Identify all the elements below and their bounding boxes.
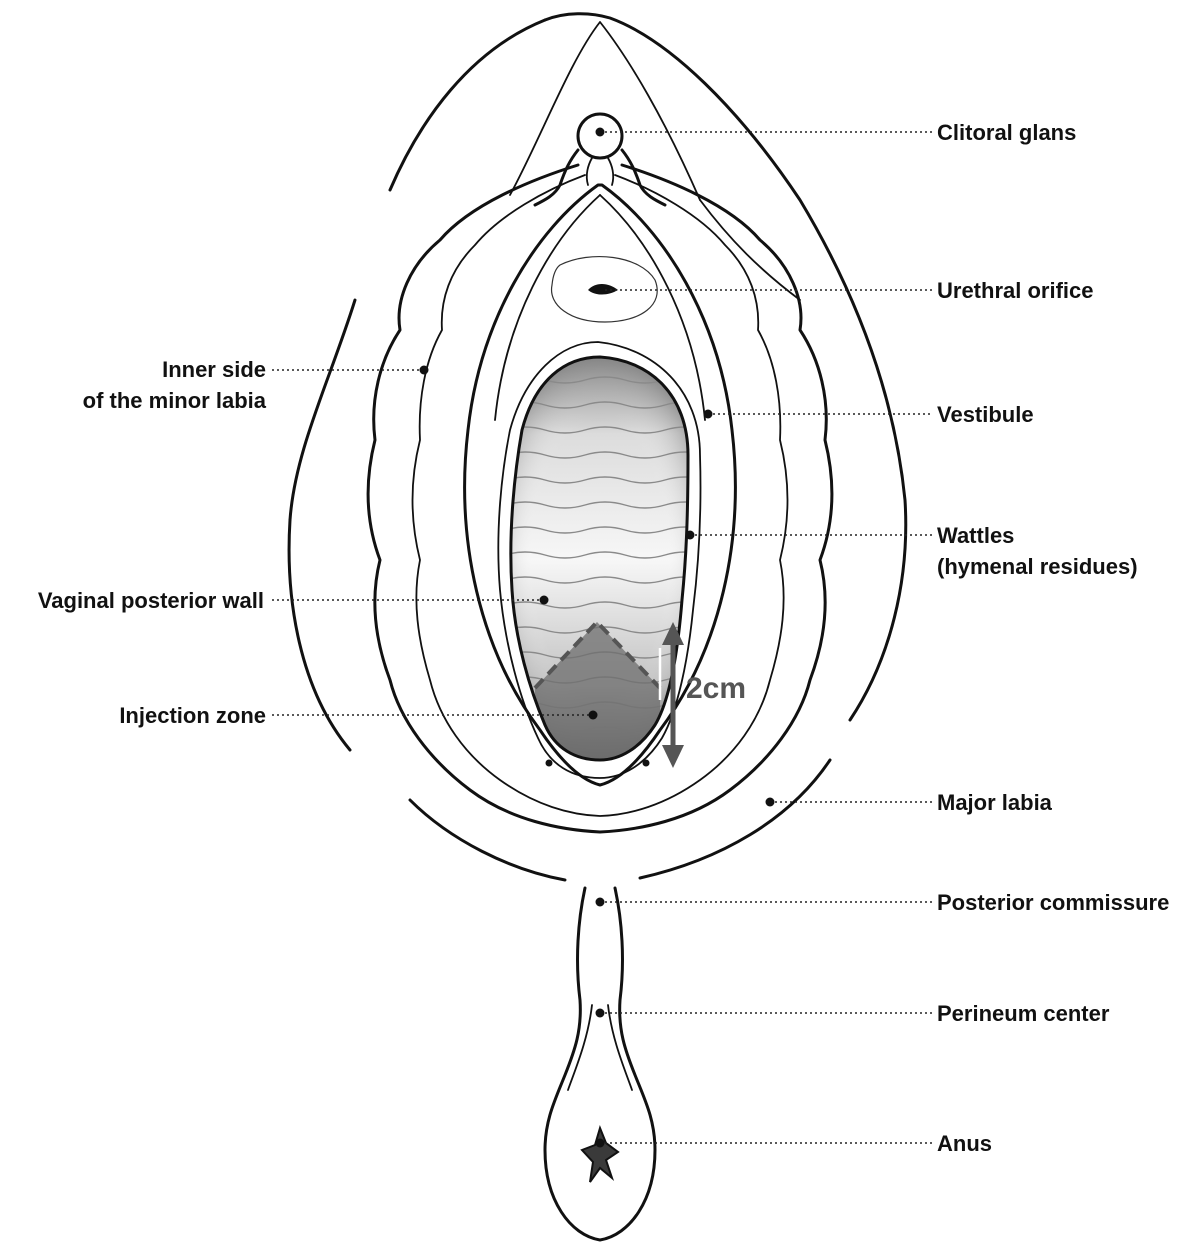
vaginal-opening xyxy=(497,341,702,779)
vaginal-posterior-wall-marker xyxy=(539,595,549,605)
label-urethral-orifice: Urethral orifice xyxy=(937,278,1094,303)
label-clitoral-glans: Clitoral glans xyxy=(937,120,1076,145)
anus-shape xyxy=(580,1124,620,1183)
inner-side-minor-labia-marker xyxy=(419,365,429,375)
wattles-marker xyxy=(685,530,695,540)
label-perineum-center: Perineum center xyxy=(937,1001,1110,1026)
major-labia-marker xyxy=(765,797,775,807)
label-major-labia: Major labia xyxy=(937,790,1053,815)
label-posterior-commissure: Posterior commissure xyxy=(937,890,1169,915)
hymenal-ring xyxy=(497,341,702,779)
posterior-commissure-marker xyxy=(595,897,605,907)
leader-lines xyxy=(272,131,932,1144)
vestibule-outline xyxy=(463,183,737,787)
measurement-arrow xyxy=(658,622,684,768)
label-wattles-line2: (hymenal residues) xyxy=(937,554,1138,579)
measurement-label: 2cm xyxy=(686,672,746,705)
label-inner-side-line1: Inner side xyxy=(162,357,266,382)
clitoral-glans-shape xyxy=(533,112,667,207)
injection-zone-area xyxy=(535,622,660,760)
label-vestibule: Vestibule xyxy=(937,402,1034,427)
clitoral-glans-marker xyxy=(595,127,605,137)
mons-lines xyxy=(509,21,801,301)
label-anus: Anus xyxy=(937,1131,992,1156)
wattle-dot-left xyxy=(545,759,553,767)
perineum-center-marker xyxy=(595,1008,605,1018)
vaginal-wall-outline xyxy=(509,355,690,762)
wattle-dot-right xyxy=(642,759,650,767)
marker-dots xyxy=(419,127,775,1148)
major-labia-outline xyxy=(287,12,908,882)
injection-zone-border xyxy=(533,619,662,690)
label-inner-side-line2: of the minor labia xyxy=(83,388,267,413)
anus-marker xyxy=(595,1138,605,1148)
injection-zone-marker xyxy=(588,710,598,720)
vestibule-marker xyxy=(703,409,713,419)
label-wattles-line1: Wattles xyxy=(937,523,1014,548)
label-injection-zone: Injection zone xyxy=(119,703,266,728)
vestibule-inner-line xyxy=(494,194,601,421)
urethral-orifice-marker xyxy=(595,285,605,295)
perineum-outline xyxy=(543,886,657,1242)
label-vaginal-posterior-wall: Vaginal posterior wall xyxy=(38,588,264,613)
